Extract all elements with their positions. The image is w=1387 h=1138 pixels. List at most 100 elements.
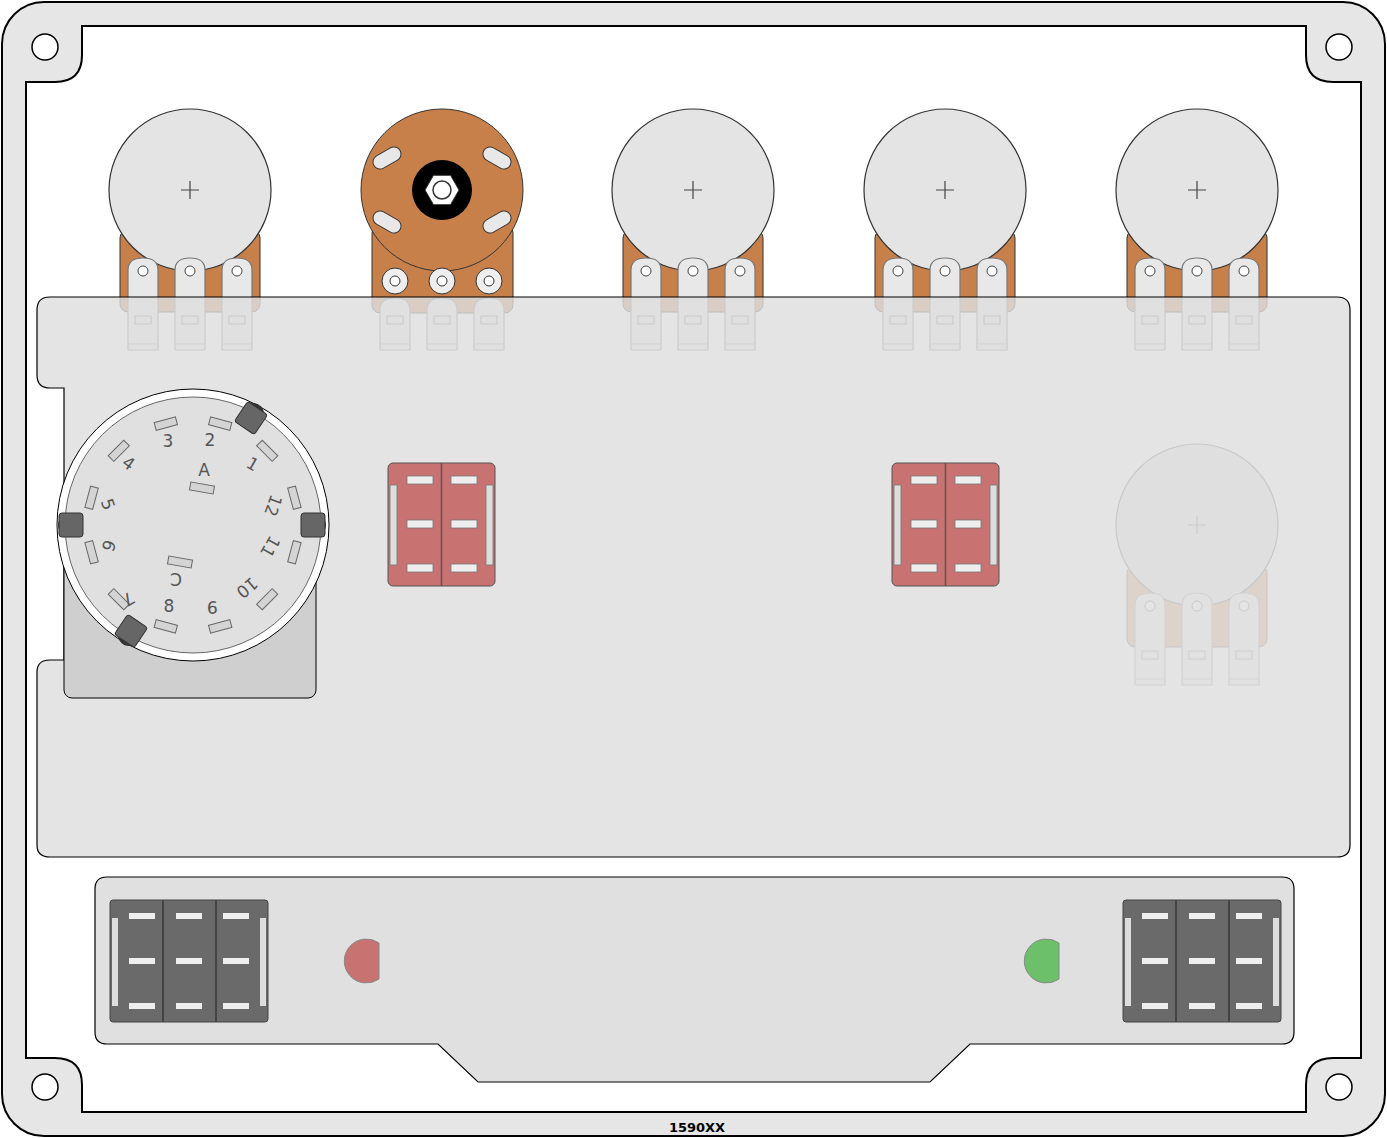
- switch-lug: [257, 589, 278, 610]
- switch-lug: [154, 417, 177, 430]
- pot-cap: [612, 109, 774, 271]
- pot-slot: [380, 154, 394, 162]
- footswitch-divider: [1228, 900, 1230, 1022]
- pot-slot: [380, 154, 394, 162]
- switch-lug: [85, 486, 98, 509]
- switch-lug: [154, 620, 177, 633]
- footswitch-terminal: [1189, 913, 1215, 919]
- toggle-divider: [945, 463, 947, 586]
- pot-housing: [361, 109, 523, 271]
- footswitch-terminal: [129, 1003, 155, 1009]
- center-mark: [1188, 181, 1206, 199]
- pin-hole: [437, 276, 447, 286]
- lug-hole: [138, 266, 148, 276]
- shaft: [433, 181, 451, 199]
- enclosure-label: 1590XX: [669, 1121, 725, 1134]
- toggle-terminal: [407, 476, 433, 484]
- pot-slot: [380, 218, 394, 226]
- footswitch-terminal: [129, 913, 155, 919]
- position-number: 9: [207, 598, 218, 615]
- switch-tab: [301, 513, 325, 537]
- footswitch-terminal: [223, 913, 249, 919]
- switch-lug: [288, 541, 301, 564]
- led-green: [1024, 939, 1059, 983]
- footswitch-rail: [112, 918, 118, 1006]
- toggle-terminal: [451, 564, 477, 572]
- screw-hole: [32, 34, 58, 60]
- switch-outer: [57, 389, 329, 661]
- switch-lug: [288, 486, 301, 509]
- switch-lug: [209, 417, 232, 430]
- enclosure-inner: [26, 26, 1361, 1112]
- pot-slot: [490, 218, 504, 226]
- position-number: A: [198, 462, 210, 479]
- pcb-panel: [37, 297, 1350, 857]
- pot-slot: [490, 218, 504, 226]
- nut-hex: [425, 175, 459, 204]
- toggle-divider: [441, 463, 443, 586]
- pot-slot: [490, 154, 504, 162]
- footswitch-terminal: [176, 1003, 202, 1009]
- pot-cap: [109, 109, 271, 271]
- toggle-terminal: [955, 476, 981, 484]
- footswitch-rail: [1273, 918, 1279, 1006]
- footswitch-body: [1123, 900, 1281, 1022]
- toggle-terminal: [955, 520, 981, 528]
- footswitch-terminal: [129, 958, 155, 964]
- footswitch-divider: [215, 900, 217, 1022]
- screw-hole: [1326, 1074, 1352, 1100]
- footswitch-terminal: [176, 958, 202, 964]
- center-mark: [684, 181, 702, 199]
- toggle-switch: [388, 463, 495, 586]
- lug-hole: [1145, 266, 1155, 276]
- footswitch-terminal: [1236, 913, 1262, 919]
- footswitch-terminal: [1142, 913, 1168, 919]
- position-number: 2: [205, 432, 216, 449]
- footswitch-terminal: [176, 913, 202, 919]
- pin-hole: [390, 276, 400, 286]
- rotary-switch: [57, 389, 329, 698]
- toggle-terminal: [407, 520, 433, 528]
- lug-hole: [232, 266, 242, 276]
- toggle-terminal: [911, 520, 937, 528]
- lug-hole: [641, 266, 651, 276]
- pot-slot: [490, 154, 504, 162]
- footswitch-terminal: [1189, 1003, 1215, 1009]
- toggle-switch: [892, 463, 999, 586]
- toggle-body: [388, 463, 495, 586]
- lug-hole: [1192, 266, 1202, 276]
- center-mark: [936, 181, 954, 199]
- footswitch-divider: [1175, 900, 1177, 1022]
- lug-hole: [185, 266, 195, 276]
- pot-cap: [1116, 109, 1278, 271]
- switch-lug: [189, 482, 214, 494]
- footswitch-terminal: [1142, 958, 1168, 964]
- footswitch-rail: [1125, 918, 1131, 1006]
- footswitch-terminal: [223, 1003, 249, 1009]
- toggle-terminal: [451, 476, 477, 484]
- nut: [412, 160, 472, 220]
- footswitch-rail: [260, 918, 266, 1006]
- position-number: 8: [164, 598, 175, 615]
- switch-tab: [114, 614, 147, 647]
- toggle-terminal: [911, 564, 937, 572]
- switch-lug: [85, 541, 98, 564]
- switch-deck: [65, 397, 321, 653]
- footswitch-body: [110, 900, 268, 1022]
- switch-tab: [234, 401, 267, 434]
- lug-hole: [987, 266, 997, 276]
- switch-tab: [59, 513, 83, 537]
- toggle-terminal: [955, 564, 981, 572]
- lug-hole: [735, 266, 745, 276]
- toggle-rail: [894, 485, 901, 565]
- footswitch-terminal: [1236, 958, 1262, 964]
- pin-ring: [382, 268, 408, 294]
- screw-hole: [1326, 34, 1352, 60]
- toggle-rail: [486, 485, 493, 565]
- position-number: C: [170, 570, 182, 587]
- switch-lug: [209, 620, 232, 633]
- footswitch-divider: [162, 900, 164, 1022]
